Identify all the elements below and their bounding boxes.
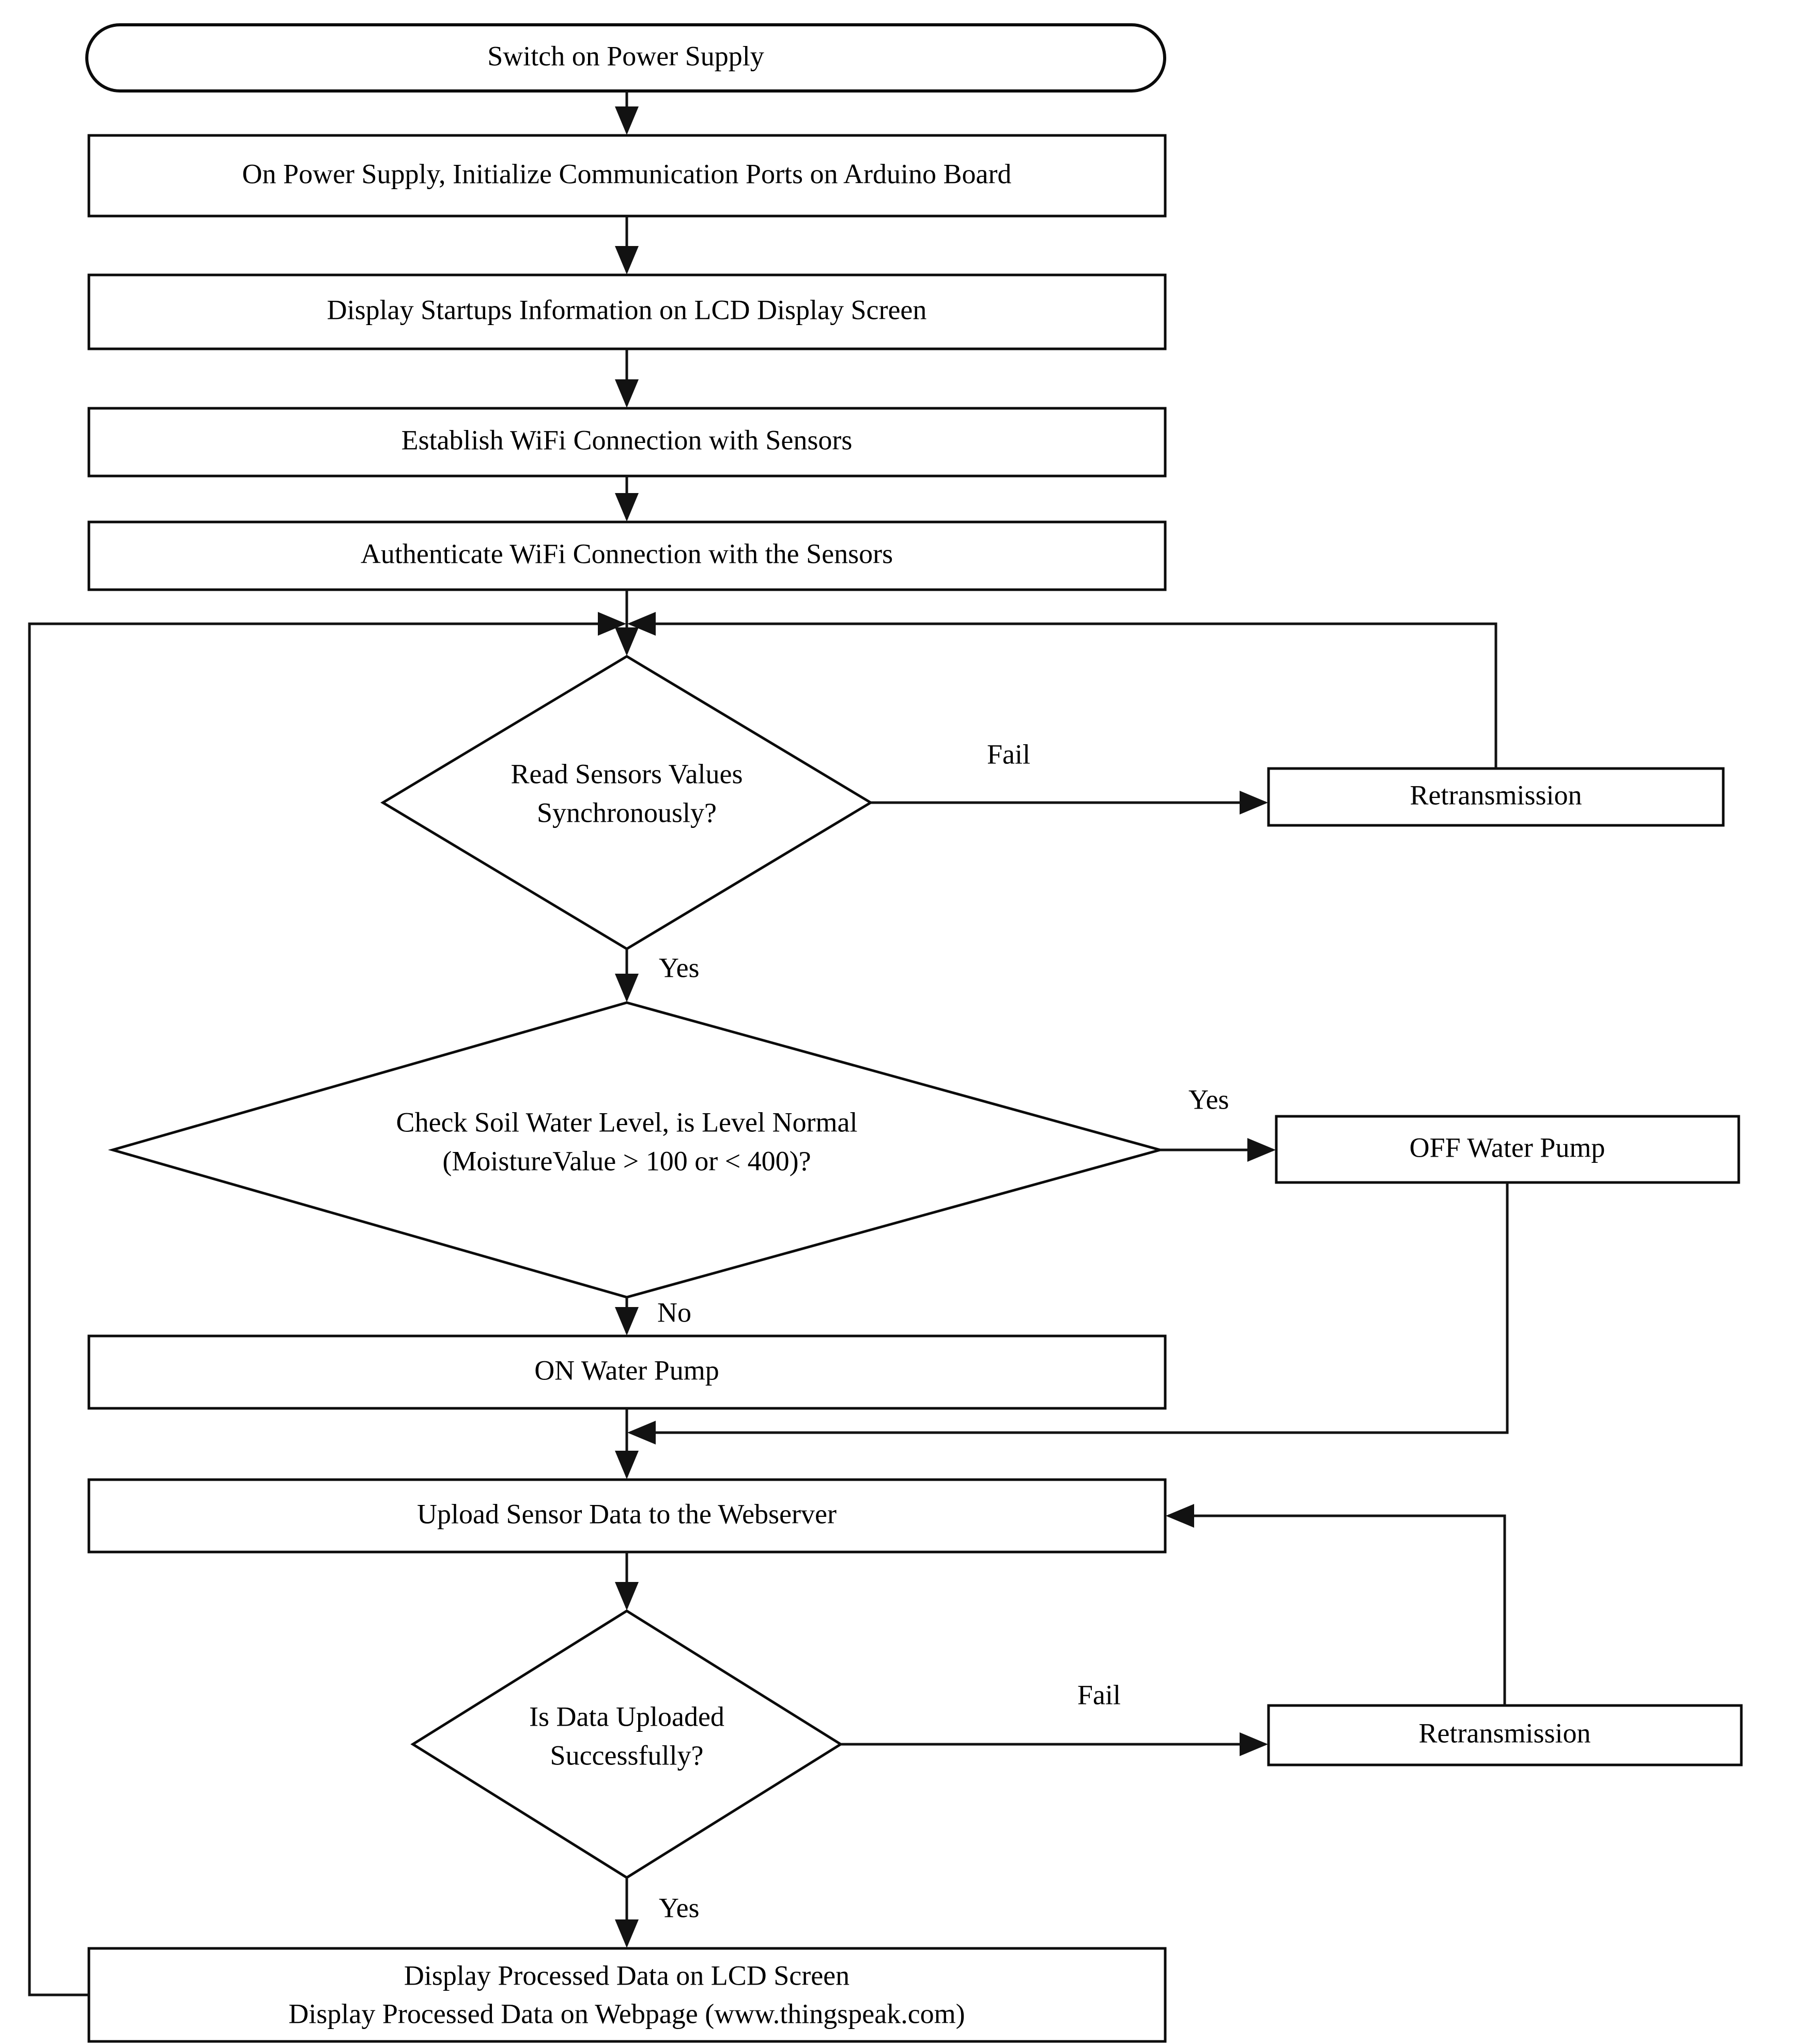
edge-label-check-soil-yes: Yes <box>1188 1084 1229 1115</box>
node-label-display-startup: Display Startups Information on LCD Disp… <box>327 294 927 325</box>
node-label-display-processed-line2: Display Processed Data on Webpage (www.t… <box>288 1998 965 2029</box>
process-shape <box>87 407 1167 478</box>
node-initialize-communication-ports[interactable]: On Power Supply, Initialize Communicatio… <box>87 134 1167 218</box>
node-retransmission-top[interactable]: Retransmission <box>1267 767 1725 827</box>
node-off-water-pump[interactable]: OFF Water Pump <box>1275 1115 1740 1184</box>
node-label-init-ports: On Power Supply, Initialize Communicatio… <box>242 158 1012 189</box>
edge-label-is-uploaded-yes: Yes <box>659 1892 700 1923</box>
node-label-display-processed-line1: Display Processed Data on LCD Screen <box>404 1960 849 1991</box>
node-display-startups-information[interactable]: Display Startups Information on LCD Disp… <box>87 273 1167 350</box>
edge-pump-off-to-upload-merge <box>627 1182 1509 1444</box>
node-label-retransmission-bottom: Retransmission <box>1419 1717 1591 1748</box>
edge-label-read-sensors-yes: Yes <box>659 952 700 983</box>
node-is-data-uploaded-decision[interactable]: Is Data Uploaded Successfully? <box>410 1609 843 1879</box>
edge-retransmission-top-loop-back <box>627 611 1497 769</box>
edge-label-is-uploaded-fail: Fail <box>1077 1679 1121 1710</box>
node-display-processed-data[interactable]: Display Processed Data on LCD Screen Dis… <box>87 1947 1167 2043</box>
process-shape <box>87 1478 1167 1554</box>
edge-display-processed-loop-back <box>28 612 626 1996</box>
node-label-is-uploaded-line2: Successfully? <box>550 1740 704 1771</box>
node-label-read-sensors-line1: Read Sensors Values <box>511 758 743 789</box>
edge-label-check-soil-no: No <box>657 1297 691 1328</box>
process-shape <box>87 1334 1167 1410</box>
edge-label-read-sensors-fail: Fail <box>987 739 1030 770</box>
node-label-check-soil-line1: Check Soil Water Level, is Level Normal <box>396 1106 858 1138</box>
process-shape <box>1267 1704 1743 1766</box>
node-label-pump-on: ON Water Pump <box>534 1355 719 1386</box>
node-label-establish-wifi: Establish WiFi Connection with Sensors <box>401 424 853 455</box>
process-shape <box>1267 767 1725 827</box>
process-shape <box>87 1947 1167 2043</box>
process-shape <box>1275 1115 1740 1184</box>
node-label-retransmission-top: Retransmission <box>1410 779 1582 810</box>
node-label-start: Switch on Power Supply <box>487 40 764 71</box>
node-label-read-sensors-line2: Synchronously? <box>537 797 717 828</box>
process-shape <box>87 520 1167 591</box>
node-label-is-uploaded-line1: Is Data Uploaded <box>529 1701 724 1732</box>
node-label-pump-off: OFF Water Pump <box>1410 1132 1605 1163</box>
node-authenticate-wifi-connection[interactable]: Authenticate WiFi Connection with the Se… <box>87 520 1167 591</box>
node-label-upload-data: Upload Sensor Data to the Webserver <box>417 1498 837 1529</box>
node-label-check-soil-line2: (MoistureValue > 100 or < 400)? <box>442 1145 811 1176</box>
edge-retransmission-bottom-to-upload <box>1166 1503 1506 1705</box>
node-switch-on-power-supply[interactable]: Switch on Power Supply <box>85 23 1166 93</box>
node-on-water-pump[interactable]: ON Water Pump <box>87 1334 1167 1410</box>
node-read-sensors-values-decision[interactable]: Read Sensors Values Synchronously? <box>380 655 873 950</box>
node-establish-wifi-connection[interactable]: Establish WiFi Connection with Sensors <box>87 407 1167 478</box>
node-upload-sensor-data[interactable]: Upload Sensor Data to the Webserver <box>87 1478 1167 1554</box>
process-shape <box>87 273 1167 350</box>
node-label-authenticate-wifi: Authenticate WiFi Connection with the Se… <box>361 538 893 569</box>
node-retransmission-bottom[interactable]: Retransmission <box>1267 1704 1743 1766</box>
